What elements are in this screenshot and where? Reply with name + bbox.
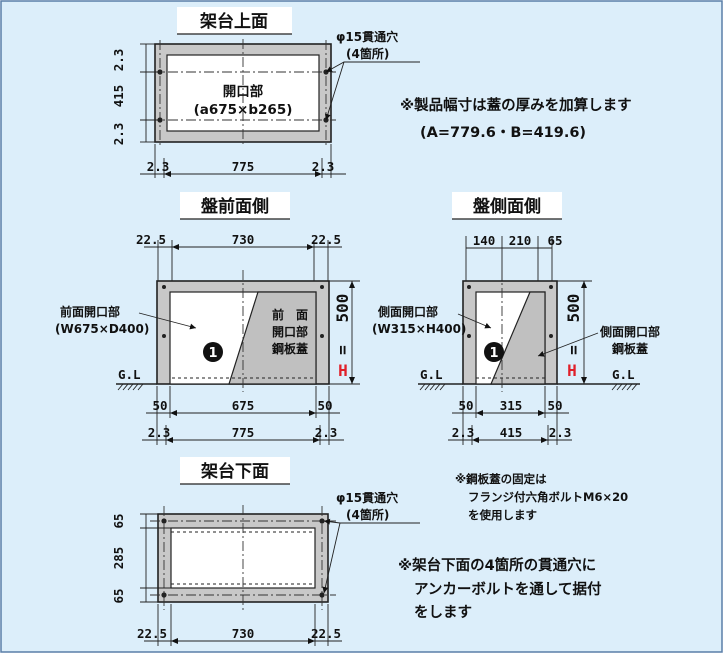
front-opening-label2: (W675×D400) [55,322,149,336]
fix-note-line1: ※鋼板蓋の固定は [455,472,547,486]
bottom-view-title: 架台下面 [201,461,269,482]
side-steel-cover [490,291,546,385]
top-dim-bot-mid: 775 [232,159,255,174]
front-cover-label2: 開口部 [272,324,308,339]
front-dim-b2-mid: 775 [232,425,255,440]
side-cover-label2: 鋼板蓋 [611,341,648,356]
front-steel-cover [228,291,317,385]
side-dim-b1-right: 50 [547,398,562,413]
front-cover-label1: 前 面 [272,307,308,322]
svg-text:1: 1 [208,346,217,361]
front-dim-b2-right: 2.3 [315,425,338,440]
callout-1 [203,342,223,362]
top-dim-left-bot: 2.3 [111,123,126,146]
side-gl-left: G.L [420,367,443,382]
top-dim-left-mid: 415 [111,85,126,108]
top-opening-size: (a675×b265) [194,102,293,118]
top-hole-count: (4箇所) [346,46,389,61]
front-view: 盤前面側 22.5 730 22.5 前 面 開口部 鋼板蓋 1 前面開口部 (… [55,192,360,445]
bottom-view: 架台下面 φ15貫通穴 (4箇所) 65 285 65 22.5 [111,457,628,646]
top-view: 架台上面 開口部 (a675×b265) φ15貫通穴 (4箇所) 2.3 41… [111,7,632,178]
side-height-value: 500 [564,294,583,323]
front-height-eq: = [333,345,352,355]
front-dim-top-mid: 730 [232,232,255,247]
front-dim-b1-right: 50 [317,398,332,413]
thickness-note-line1: ※製品幅寸は蓋の厚みを加算します [400,96,632,114]
front-dim-b1-left: 50 [152,398,167,413]
side-opening-label1: 側面開口部 [377,304,438,319]
side-dim-top-2: 210 [509,233,532,248]
bottom-dim-left-mid: 285 [111,547,126,570]
top-hole-label: φ15貫通穴 [336,29,398,44]
side-opening-label2: (W315×H400) [372,322,466,336]
front-cover-label3: 鋼板蓋 [271,341,308,356]
anchor-note-line1: ※架台下面の4箇所の貫通穴に [398,556,596,574]
side-dim-b2-left: 2.3 [452,425,475,440]
front-height-value: 500 [333,294,352,323]
top-dim-bot-left: 2.3 [147,159,170,174]
side-dim-top-3: 65 [547,233,562,248]
anchor-note-line3: をします [414,604,472,621]
side-view-title: 盤側面側 [473,196,541,217]
bottom-dim-left-bot: 65 [111,588,126,603]
front-view-title: 盤前面側 [201,196,269,217]
top-dim-left-top: 2.3 [111,49,126,72]
side-dim-b1-left: 50 [458,398,473,413]
front-dim-top-right: 22.5 [311,232,341,247]
callout-1 [484,342,504,362]
bottom-hole-count: (4箇所) [346,507,389,522]
top-view-title: 架台上面 [200,11,268,32]
bottom-dim-bot-right: 22.5 [311,626,341,641]
side-height-h: H [567,361,577,380]
svg-text:1: 1 [489,346,498,361]
side-dim-b1-mid: 315 [500,398,523,413]
front-dim-b1-mid: 675 [232,398,255,413]
front-opening-label1: 前面開口部 [60,304,120,319]
side-dim-b2-mid: 415 [500,425,523,440]
side-height-eq: = [564,345,583,355]
front-dim-b2-left: 2.3 [148,425,171,440]
front-height-h: H [338,361,348,380]
bottom-dim-bot-mid: 730 [232,626,255,641]
front-gl: G.L [118,367,141,382]
side-view: 盤側面側 140 210 65 1 側面開口部 (W315×H400) 側面開口… [372,192,660,445]
fix-note-line3: を使用します [468,508,537,522]
front-dim-top-left: 22.5 [136,232,166,247]
title-box [177,7,292,34]
bottom-hole-label: φ15貫通穴 [336,490,398,505]
side-gl-right: G.L [612,367,635,382]
side-cover-label1: 側面開口部 [599,324,660,339]
bottom-dim-bot-left: 22.5 [137,626,167,641]
side-dim-top-1: 140 [473,233,496,248]
thickness-note-line2: (A=779.6・B=419.6) [420,125,586,141]
top-dim-bot-right: 2.3 [312,159,335,174]
side-dim-b2-right: 2.3 [549,425,572,440]
anchor-note-line2: アンカーボルトを通して据付 [414,580,602,598]
top-opening-label: 開口部 [223,83,264,100]
fix-note-line2: フランジ付六角ボルトM6×20 [468,490,628,504]
bottom-dim-left-top: 65 [111,513,126,528]
